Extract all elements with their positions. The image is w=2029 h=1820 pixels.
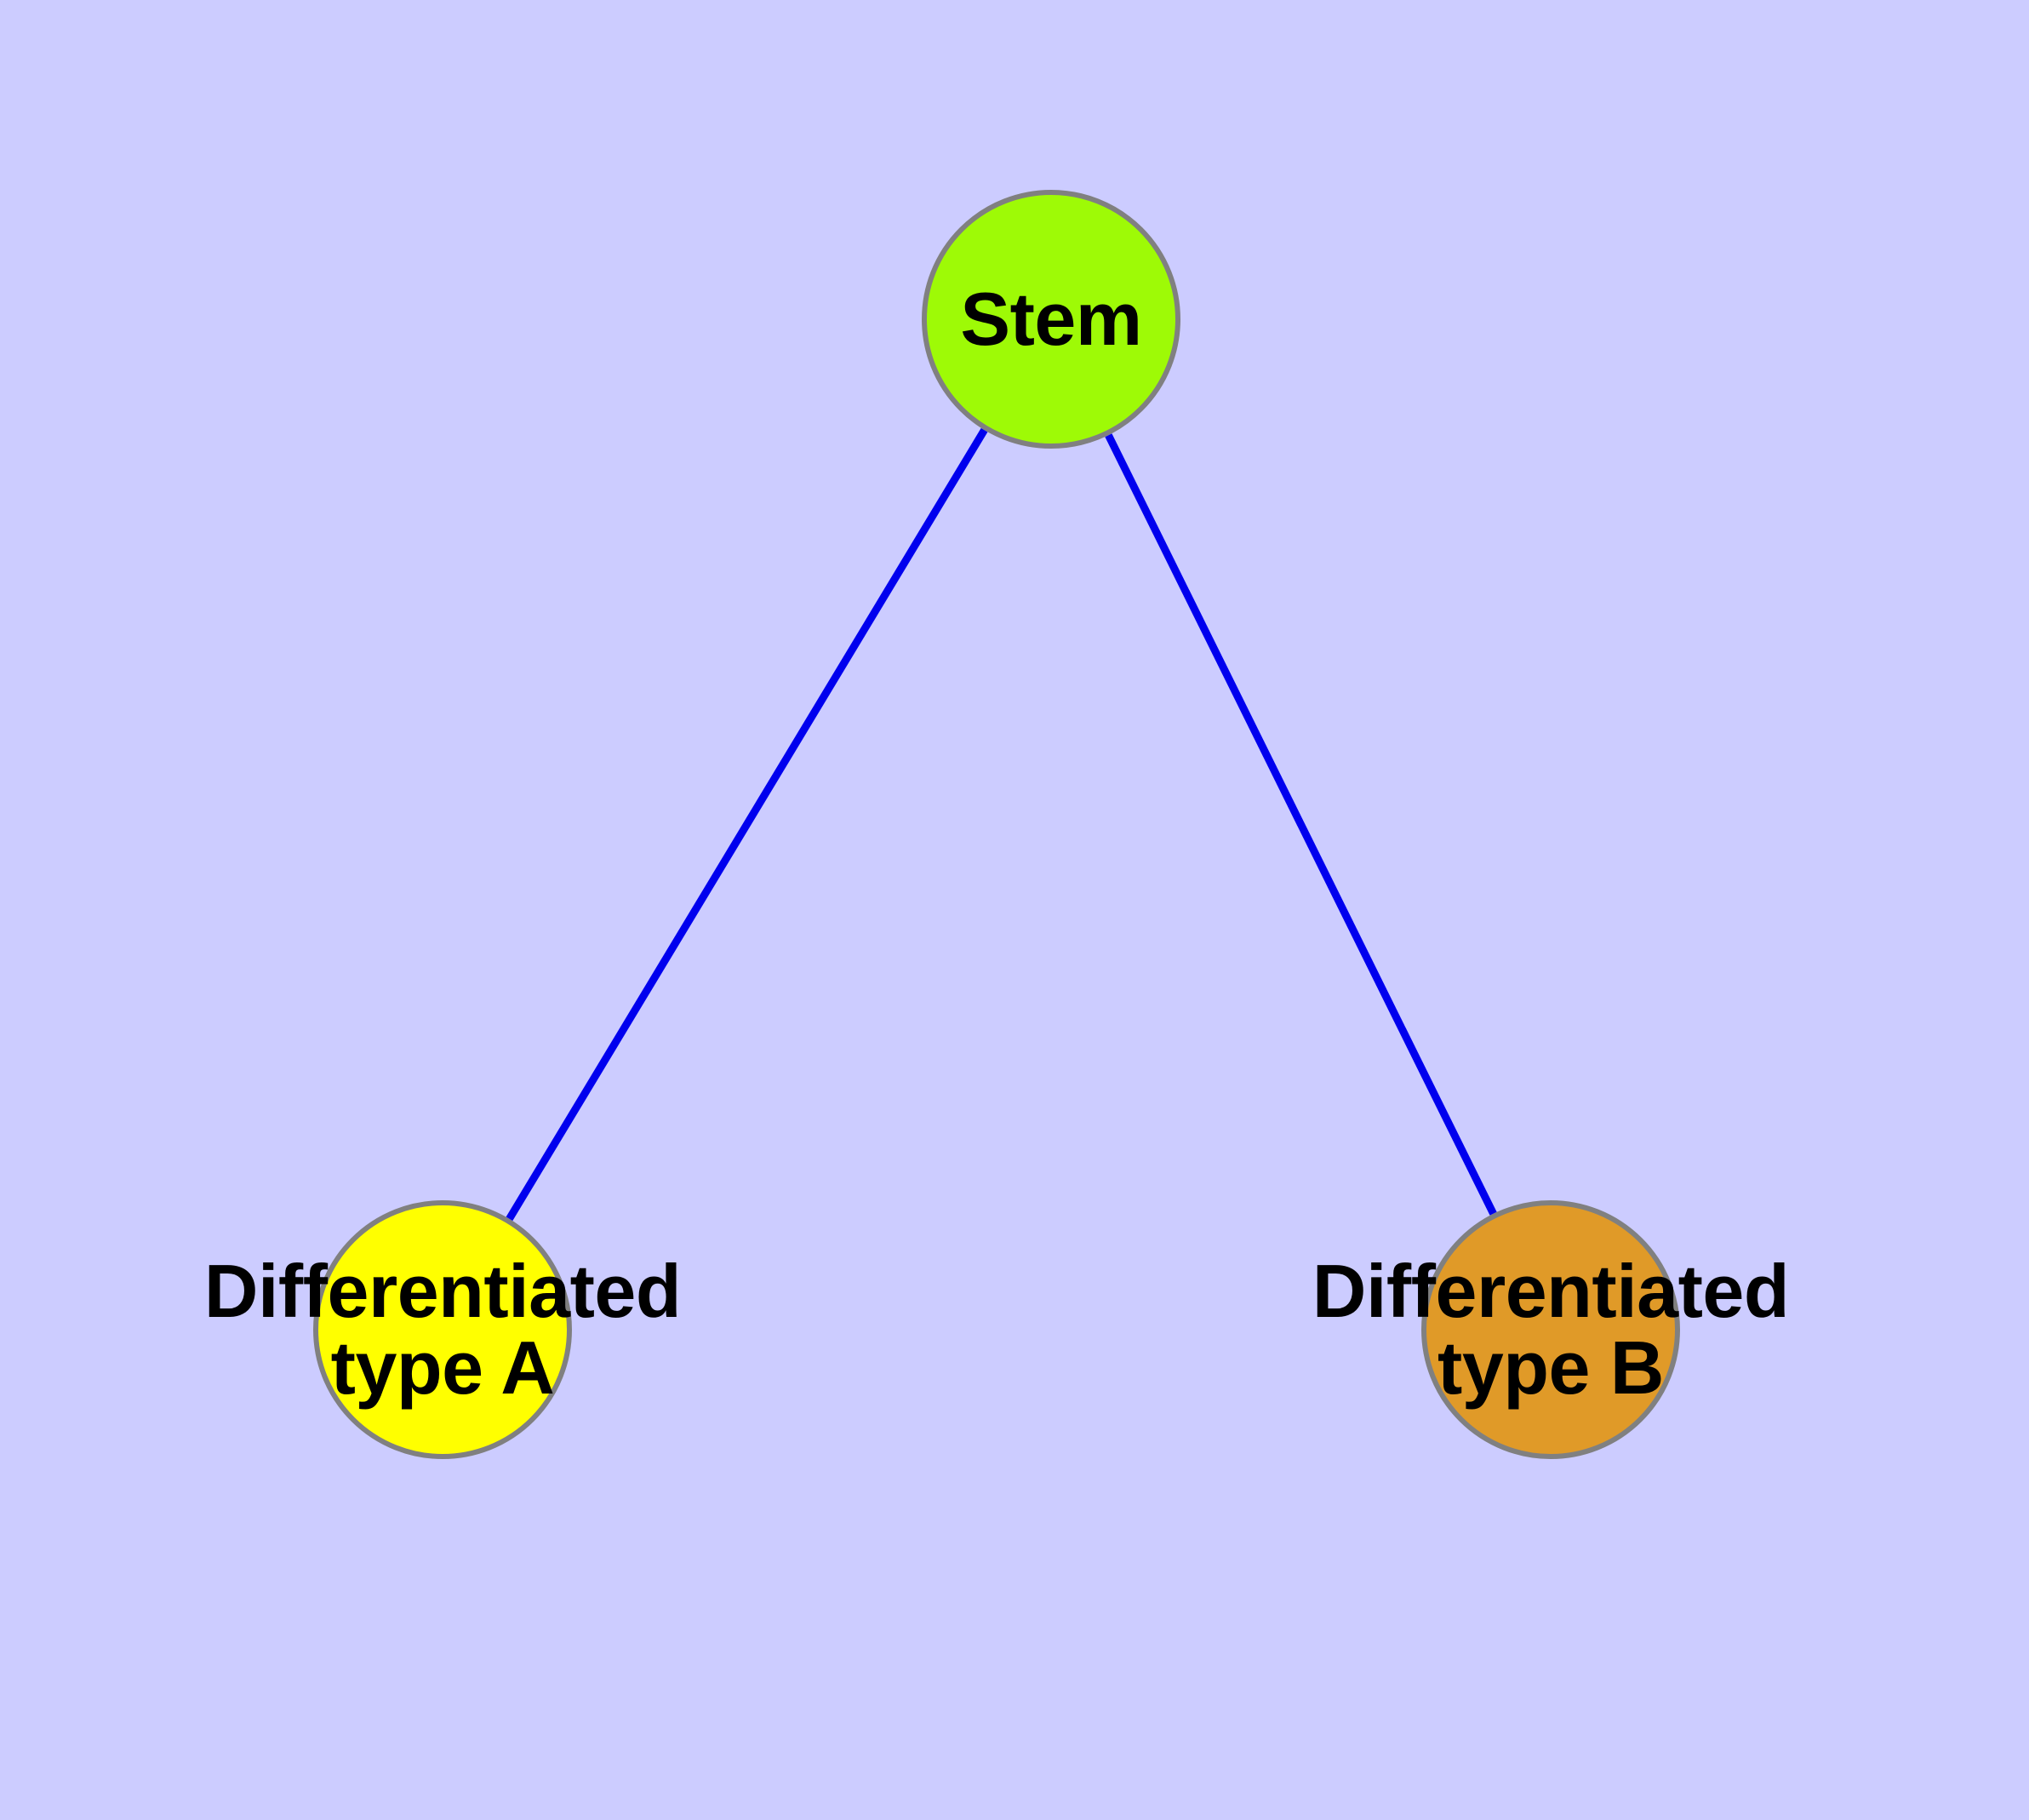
node-stem[interactable] xyxy=(922,190,1180,449)
edge-stem-diff-b xyxy=(1105,433,1497,1216)
node-diff-b[interactable] xyxy=(1421,1200,1680,1459)
edge-stem-diff-a xyxy=(506,427,988,1222)
node-diff-a[interactable] xyxy=(313,1200,572,1459)
